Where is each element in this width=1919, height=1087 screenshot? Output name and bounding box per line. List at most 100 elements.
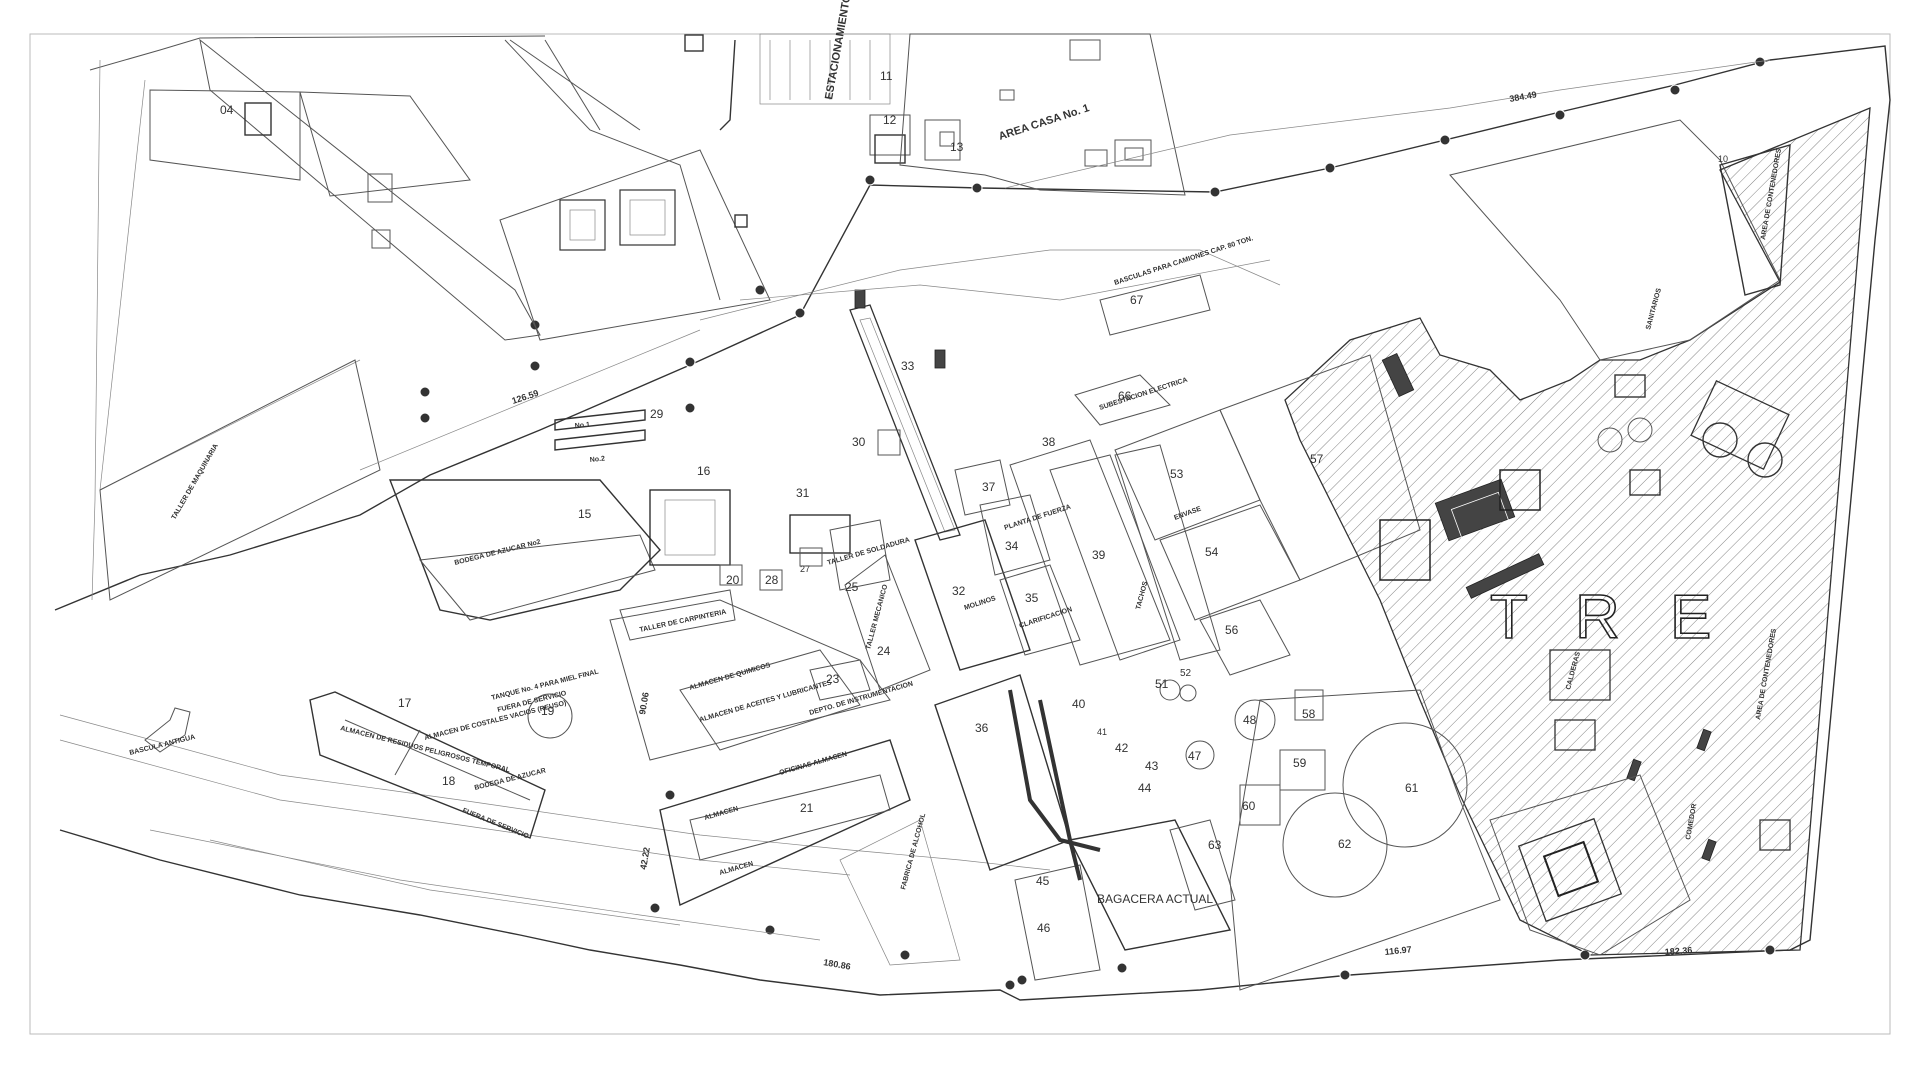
fabrica-alcohol [839,819,961,966]
perimeter-fence [54,45,1891,1001]
building-37 [954,459,1011,516]
label-bagacera: BAGACERA ACTUAL [1097,892,1213,906]
area-number: 34 [1005,539,1019,553]
tre-letter-t: T [1490,583,1528,652]
container-area-north [1719,144,1791,296]
area-number: 38 [1042,435,1056,449]
label-estacionamiento: ESTACIONAMIENTO [823,0,853,101]
sanitarios-parcel [1449,119,1781,361]
label-tachos: TACHOS [1135,580,1149,610]
perimeter-fence-north [89,35,546,71]
building-20 [719,564,743,586]
building-60 [1239,784,1281,826]
dimension-label: 126.59 [511,388,540,406]
area-number: 23 [826,672,840,686]
northwest-parcels [149,38,721,341]
area-number: 59 [1293,756,1307,770]
bagacera [1068,819,1232,951]
subestacion-66 [1074,374,1171,426]
road-north-2 [739,259,1271,301]
dimension-label: 42.22 [638,846,652,870]
area-number: 58 [1302,707,1316,721]
building-block-north [499,149,771,341]
area-number: 41 [1097,727,1107,737]
almacen-parcel-outline [609,599,891,761]
area-number: 11 [880,69,893,83]
tre-letter-r: R [1575,583,1620,652]
west-inner-line [99,79,361,491]
area-number: 40 [1072,697,1086,711]
dimension-line-384 [1004,59,1771,189]
area-number: 36 [975,721,989,735]
road-south-3 [149,829,821,941]
taller-mecanico [844,554,931,691]
tre-equipment [1379,352,1791,923]
label-envase: ENVASE [1173,506,1202,522]
area-number: 12 [883,113,897,127]
area-number: 62 [1338,837,1352,851]
label-area-casa: AREA CASA No. 1 [997,102,1091,143]
building-30 [877,429,901,456]
label-taller-maquinaria: TALLER DE MAQUINARIA [171,443,220,521]
tre-comedor-zone [1489,774,1691,956]
building-39 [1049,454,1181,661]
label-taller-soldadura: TALLER DE SOLDADURA [827,537,911,567]
taller-maquinaria-parcel [99,359,381,601]
area-number: 25 [845,580,859,594]
area-29-racks [554,409,646,451]
area-number: 52 [1180,668,1192,679]
building-36 [934,674,1071,871]
tank-47 [1185,740,1215,770]
area-number: 24 [877,644,891,658]
bascula-antigua [144,707,191,753]
label-almacen-residuos: ALMACEN DE RESIDUOS PELIGROSOS TEMPORAL [340,725,512,774]
area-number: 48 [1243,713,1257,727]
area-number: 46 [1037,921,1051,935]
road-south-2 [59,739,851,876]
building-57 [1219,354,1421,581]
area-number: 45 [1036,874,1050,888]
label-almacen-1: ALMACEN [704,806,740,822]
area-number: 51 [1155,677,1169,691]
dimension-label: 180.86 [823,957,852,972]
area-number: 13 [950,140,964,154]
label-bodega-azucar-2: BODEGA DE AZUCAR No2 [454,539,542,567]
label-bodega-azucar: BODEGA DE AZUCAR [474,767,547,792]
area-number: 17 [398,696,412,710]
label-fabrica-alcohol: FABRICA DE ALCOHOL [900,812,927,891]
label-sanitarios: SANITARIOS [1645,287,1663,330]
dimension-labels: 384.49 126.59 180.86 42.22 116.97 182.36… [511,89,1693,971]
area-number: 35 [1025,591,1039,605]
area-number: 57 [1310,452,1324,466]
area-number: 29 [650,407,664,421]
tank-62 [1282,792,1388,898]
area-number: 32 [952,584,966,598]
building-56 [1199,599,1291,676]
building-16-equipment-inner [664,499,716,556]
dimension-label: 182.36 [1664,945,1692,957]
building-38 [1009,439,1171,666]
area-number: 63 [1208,838,1222,852]
building-17-18-divider-2 [394,729,421,776]
tre-hatched-zone [1284,106,1871,956]
label-oficinas-almacen: OFICINAS ALMACEN [779,751,848,777]
dimension-label: 384.49 [1509,89,1538,104]
area-numbers: 04 10 11 12 13 15 16 17 18 19 20 21 23 2… [220,69,1728,935]
building-21-inner [689,774,891,861]
tank-48 [1234,699,1276,741]
label-no1: No.1 [574,421,590,430]
label-subestacion: SUBESTACION ELECTRICA [1098,377,1188,412]
area-number: 21 [800,801,814,815]
label-almacen-aceites: ALMACEN DE ACEITES Y LUBRICANTES [699,679,833,724]
area-number: 28 [765,573,779,587]
area-number: 61 [1405,781,1419,795]
building-28 [759,569,783,591]
dimension-label: 90.06 [637,691,651,715]
clarificacion [999,564,1081,656]
building-15 [388,479,661,621]
building-16-equipment [649,489,731,566]
building-27 [799,547,823,567]
area-number: 04 [220,103,234,117]
area-number: 19 [541,704,555,718]
building-59 [1279,749,1326,791]
